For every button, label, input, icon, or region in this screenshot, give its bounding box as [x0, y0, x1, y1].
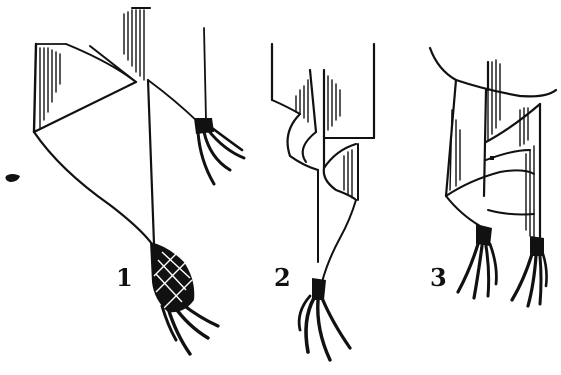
figure-1-left-hatching: [40, 48, 60, 128]
small-dot: [490, 156, 494, 160]
figure-1-number: 1: [116, 266, 133, 290]
ink-speck: [6, 174, 21, 182]
figure-1-drawing: [6, 8, 245, 354]
figure-2-right-hatching: [328, 76, 340, 130]
figure-2-drawing: [272, 44, 374, 360]
figure-1-netted-knot: [150, 242, 218, 354]
figure-2-number: 2: [274, 266, 291, 290]
figure-1-top-hatching: [124, 10, 144, 80]
figure-3-center-hatching: [488, 60, 500, 140]
figure-2-tassel: [299, 278, 350, 360]
figure-3-number: 3: [430, 266, 447, 290]
figure-1-upper-tassel: [194, 118, 244, 184]
figure-3-left-hatching: [450, 110, 460, 190]
figure-3-right-tassel: [512, 236, 547, 306]
figure-3-drawing: [430, 48, 556, 306]
figure-2-lower-hatching: [344, 150, 352, 198]
figure-3-left-tassel: [458, 224, 496, 298]
